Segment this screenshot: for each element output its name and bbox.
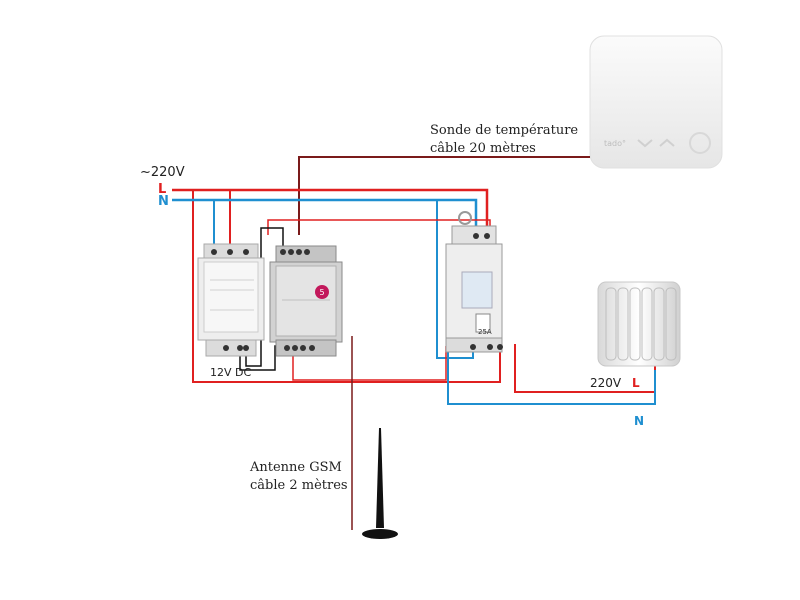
- sensor-caption-line1: Sonde de température: [430, 123, 579, 138]
- chevron-up-icon: [659, 138, 675, 147]
- supply-neutral-label: N: [158, 194, 169, 209]
- sensor-caption-line2: câble 20 mètres: [430, 141, 536, 156]
- radiator: [597, 281, 681, 367]
- radiator-live-label: L: [632, 376, 640, 390]
- contactor: 25A: [445, 211, 503, 353]
- radiator-voltage-label: 220V: [590, 376, 622, 390]
- gsm-module: 5: [269, 245, 343, 357]
- psu-output-label: 12V DC: [210, 366, 252, 379]
- thermostat-button: [689, 132, 711, 154]
- contactor-rating: 25A: [478, 328, 492, 336]
- antenna-caption-line1: Antenne GSM: [250, 460, 342, 475]
- gsm-output-wire: [292, 346, 447, 381]
- supply-voltage-label: ~220V: [140, 165, 185, 180]
- power-supply-module: [197, 243, 265, 357]
- chevron-down-icon: [637, 139, 653, 148]
- neutral-wire: [172, 198, 478, 235]
- thermostat-brand: tado°: [604, 139, 626, 148]
- live-wire: [172, 188, 489, 235]
- sensor-cable: [298, 156, 590, 235]
- supply-live-label: L: [158, 182, 167, 197]
- gsm-module-badge: 5: [319, 288, 324, 297]
- neutral-to-contactor: [436, 200, 474, 359]
- antenna-caption: Antenne GSM câble 2 mètres: [250, 459, 348, 495]
- sensor-caption: Sonde de température câble 20 mètres: [430, 122, 578, 158]
- antenna-caption-line2: câble 2 mètres: [250, 478, 348, 493]
- radiator-neutral-label: N: [634, 414, 645, 428]
- live-to-contactor-bottom: [192, 190, 501, 383]
- thermostat-device: tado°: [589, 35, 723, 169]
- gsm-antenna: [362, 428, 398, 539]
